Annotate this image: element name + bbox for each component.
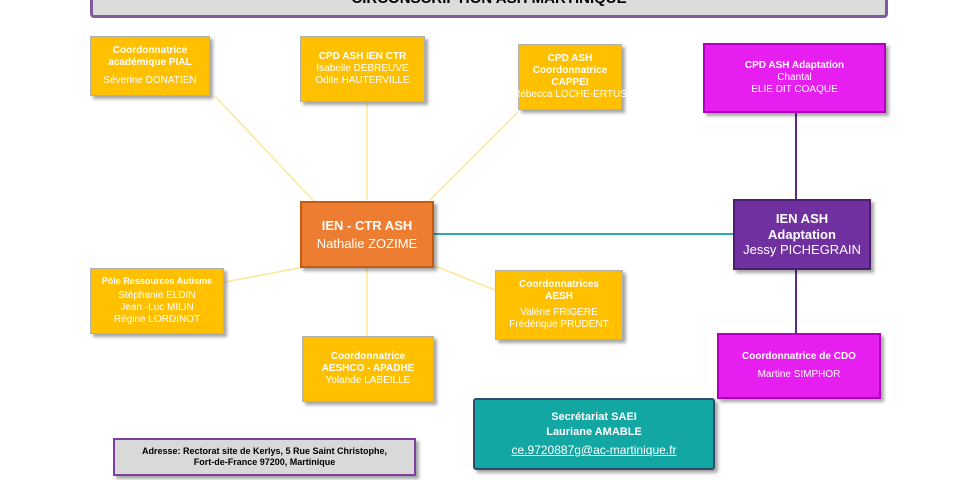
node-cpd-ctr-person-1: Isabelle DEBREUVE xyxy=(316,63,409,74)
node-ien-ctr-person: Nathalie ZOZIME xyxy=(316,235,418,251)
connector-ctr-aesh xyxy=(424,261,496,291)
node-autisme-person-1: Stéphanie ELDIN xyxy=(118,289,196,301)
address-line-1: Adresse: Rectorat site de Kerlys, 5 Rue … xyxy=(141,446,388,457)
node-secretariat-person: Lauriane AMABLE xyxy=(546,425,642,438)
connector-ctr-pial xyxy=(214,95,323,211)
address-line-2: Fort-de-France 97200, Martinique xyxy=(193,457,336,467)
node-pial-role: Coordonnatrice académique PIAL xyxy=(108,45,192,68)
node-cpd-cappei-role: CPD ASH Coordonnatrice CAPPEI xyxy=(532,53,608,88)
node-ien-ctr: IEN - CTR ASH Nathalie ZOZIME xyxy=(300,201,434,268)
node-aesh-person-2: Frédérique PRUDENT xyxy=(509,319,609,330)
node-cpd-adaptation: CPD ASH Adaptation Chantal ELIE DIT COAQ… xyxy=(703,43,886,113)
node-cpd-ctr: CPD ASH IEN CTR Isabelle DEBREUVE Odile … xyxy=(300,36,425,102)
node-cdo-role: Coordonnatrice de CDO xyxy=(742,351,856,362)
node-autisme-person-3: Régine LORDINOT xyxy=(113,313,201,325)
node-ien-adaptation: IEN ASH Adaptation Jessy PICHEGRAIN xyxy=(733,199,871,270)
node-cpd-adaptation-role: CPD ASH Adaptation xyxy=(744,60,845,71)
node-aesh-role: Coordonnatrices AESH xyxy=(518,279,599,302)
connector-ctr-cappei xyxy=(424,111,519,206)
node-autisme: Pôle Ressources Autisme Stéphanie ELDIN … xyxy=(90,268,224,334)
node-cdo: Coordonnatrice de CDO Martine SIMPHOR xyxy=(717,333,881,399)
node-cdo-person: Martine SIMPHOR xyxy=(757,369,841,380)
page-title: CIRCONSCRIPTION ASH MARTINIQUE xyxy=(90,0,888,18)
node-autisme-person-2: Jean -Luc MILIN xyxy=(120,301,194,313)
node-aesh: Coordonnatrices AESH Valérie FRIGERE Fré… xyxy=(495,270,623,340)
node-cpd-ctr-role: CPD ASH IEN CTR xyxy=(318,51,407,62)
secretariat-email-link[interactable]: ce.9720887g@ac-martinique.fr xyxy=(511,442,677,457)
node-cpd-adaptation-person-1: Chantal xyxy=(777,72,812,83)
node-secretariat-role: Secrétariat SAEI xyxy=(551,410,637,423)
node-cpd-ctr-person-2: Odile HAUTERVILLE xyxy=(315,75,410,86)
node-autisme-role: Pôle Ressources Autisme xyxy=(101,276,213,287)
node-aesh-person-1: Valérie FRIGERE xyxy=(520,307,598,318)
node-aeshco: Coordonnatrice AESHCO - APADHE Yolande L… xyxy=(302,336,434,402)
node-ien-ctr-role: IEN - CTR ASH xyxy=(321,217,413,233)
node-aeshco-role: Coordonnatrice AESHCO - APADHE xyxy=(321,351,415,374)
address-box: Adresse: Rectorat site de Kerlys, 5 Rue … xyxy=(113,438,416,476)
node-aeshco-person: Yolande LABEILLE xyxy=(325,375,411,386)
node-secretariat: Secrétariat SAEI Lauriane AMABLE ce.9720… xyxy=(473,398,715,470)
node-cpd-cappei: CPD ASH Coordonnatrice CAPPEI Rébecca LO… xyxy=(513,44,627,110)
node-cpd-adaptation-person-2: ELIE DIT COAQUE xyxy=(751,84,838,95)
node-pial-person: Séverine DONATIEN xyxy=(103,75,197,86)
node-ien-adaptation-person: Jessy PICHEGRAIN xyxy=(743,242,861,258)
node-pial: Coordonnatrice académique PIAL Séverine … xyxy=(90,36,210,96)
node-ien-adaptation-role: IEN ASH Adaptation xyxy=(768,211,836,242)
node-cpd-cappei-person: Rébecca LOCHE-ERTUS xyxy=(513,89,627,100)
